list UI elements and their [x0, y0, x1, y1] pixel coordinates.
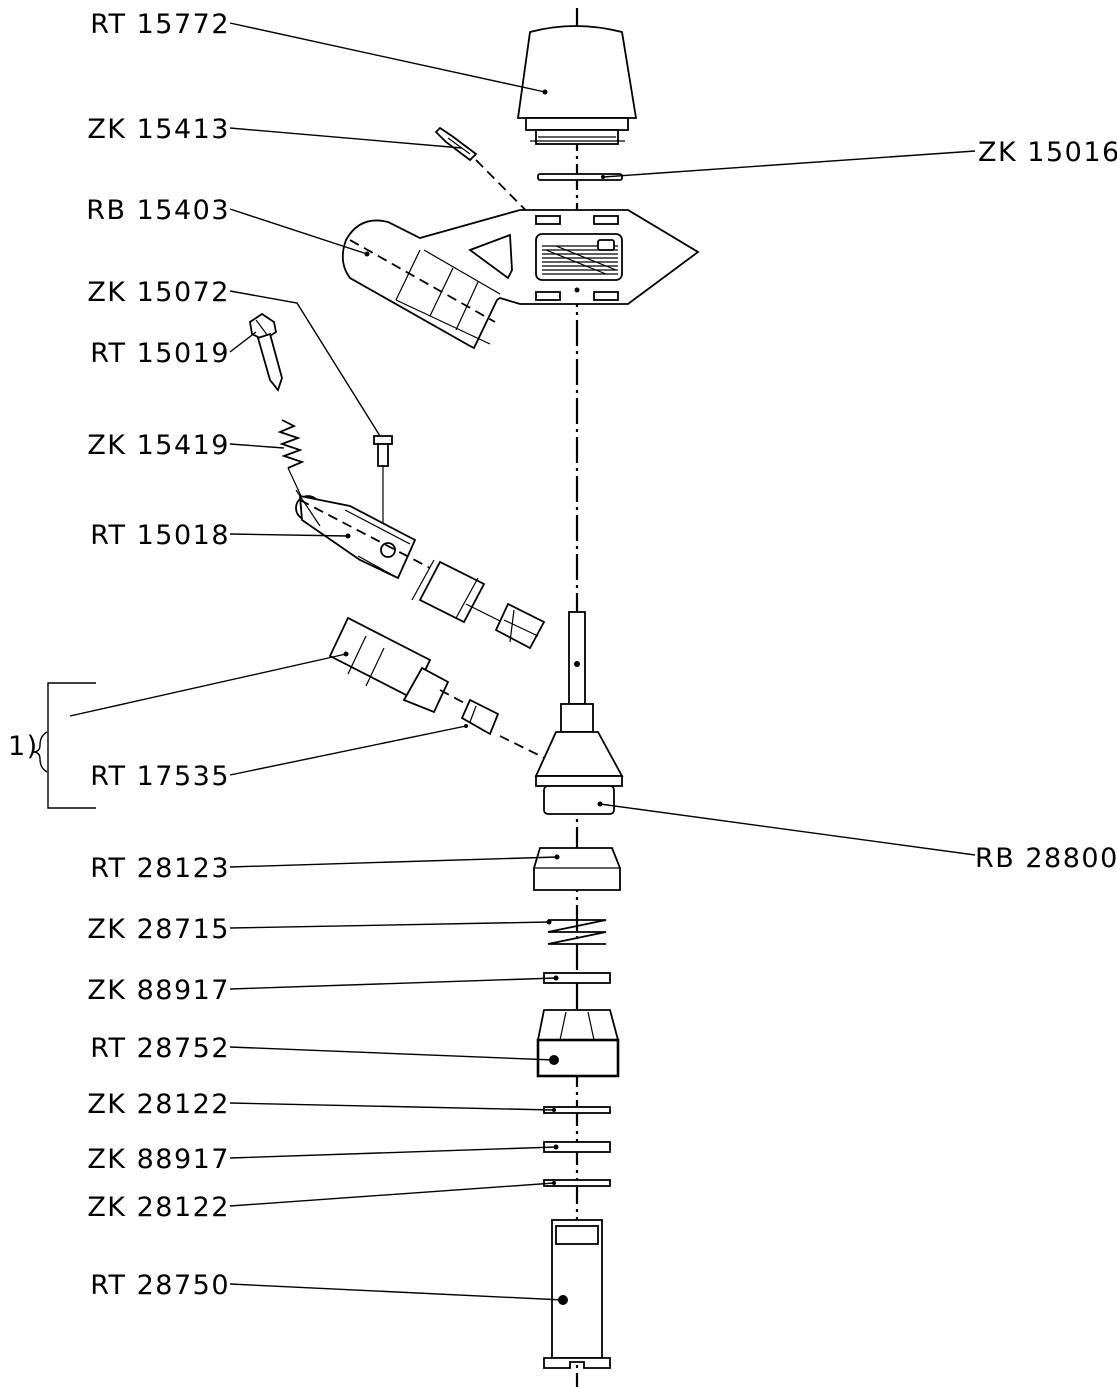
part-rt15018-lever	[295, 489, 546, 650]
label-rt17535: RT 17535	[90, 761, 230, 792]
label-zk15419: ZK 15419	[87, 430, 230, 461]
label-rb15403: RB 15403	[86, 195, 230, 226]
label-zk28122b: ZK 28122	[87, 1192, 230, 1223]
leader-lines	[69, 22, 976, 1301]
part-rt28750-body	[543, 1219, 611, 1369]
part-rt28123	[533, 847, 621, 891]
part-rt15019-screw	[249, 312, 283, 392]
part-rb28800-valve-body	[534, 611, 624, 815]
part-zk15419-spring	[277, 419, 305, 499]
label-rt15018: RT 15018	[90, 520, 230, 551]
label-zk15016: ZK 15016	[978, 137, 1117, 168]
label-zk28715: ZK 28715	[87, 914, 230, 945]
label-rt28752: RT 28752	[90, 1033, 230, 1064]
label-zk15072: ZK 15072	[87, 277, 230, 308]
note1-bracket	[32, 682, 96, 809]
part-rt28752-nut	[536, 1009, 620, 1078]
label-zk88917b: ZK 88917	[87, 1144, 230, 1175]
part-rt15772-cap	[516, 25, 638, 145]
label-rt15019: RT 15019	[90, 338, 230, 369]
label-zk88917a: ZK 88917	[87, 975, 230, 1006]
label-zk15413: ZK 15413	[87, 114, 230, 145]
label-rt15772: RT 15772	[90, 9, 230, 40]
label-zk28122a: ZK 28122	[87, 1089, 230, 1120]
label-rt28123: RT 28123	[90, 853, 230, 884]
part-rb15403-body	[341, 209, 700, 350]
label-rt28750: RT 28750	[90, 1270, 230, 1301]
label-note1: 1)	[8, 731, 39, 762]
label-rb28800: RB 28800	[975, 843, 1117, 874]
part-note1-assembly	[328, 616, 471, 714]
